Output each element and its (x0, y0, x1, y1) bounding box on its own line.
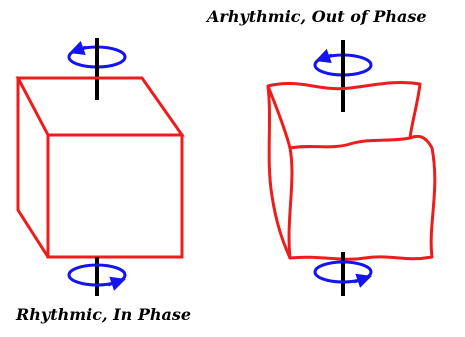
left-cube (15, 76, 185, 259)
right-cube-group (266, 40, 437, 296)
caption-in-phase: Rhythmic, In Phase (16, 305, 192, 324)
caption-out-of-phase: Arhythmic, Out of Phase (207, 7, 427, 26)
right-bottom-rotation-arrow-icon (313, 260, 373, 288)
left-bottom-rotation-arrow-icon (67, 263, 127, 291)
left-cube-group (15, 38, 185, 296)
right-deformed-cube (266, 81, 437, 261)
